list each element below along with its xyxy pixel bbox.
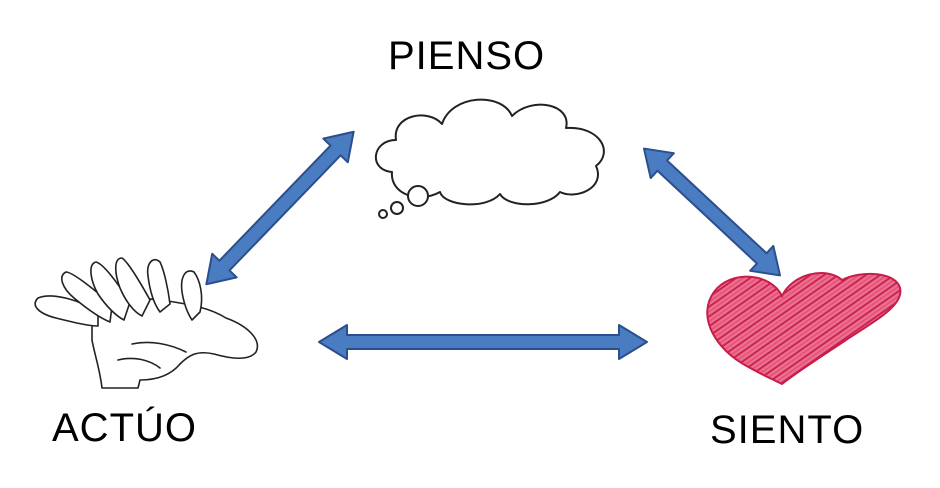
arrow-pienso-siento (642, 147, 782, 277)
heart-icon (706, 272, 902, 386)
arrow-actuo-siento (318, 324, 648, 360)
thought-cloud-icon (374, 98, 605, 219)
label-siento: SIENTO (710, 408, 865, 452)
arrow-actuo-pienso (205, 130, 355, 286)
open-hand-icon (34, 257, 259, 389)
label-actuo: ACTÚO (52, 406, 197, 450)
label-pienso: PIENSO (388, 34, 546, 78)
